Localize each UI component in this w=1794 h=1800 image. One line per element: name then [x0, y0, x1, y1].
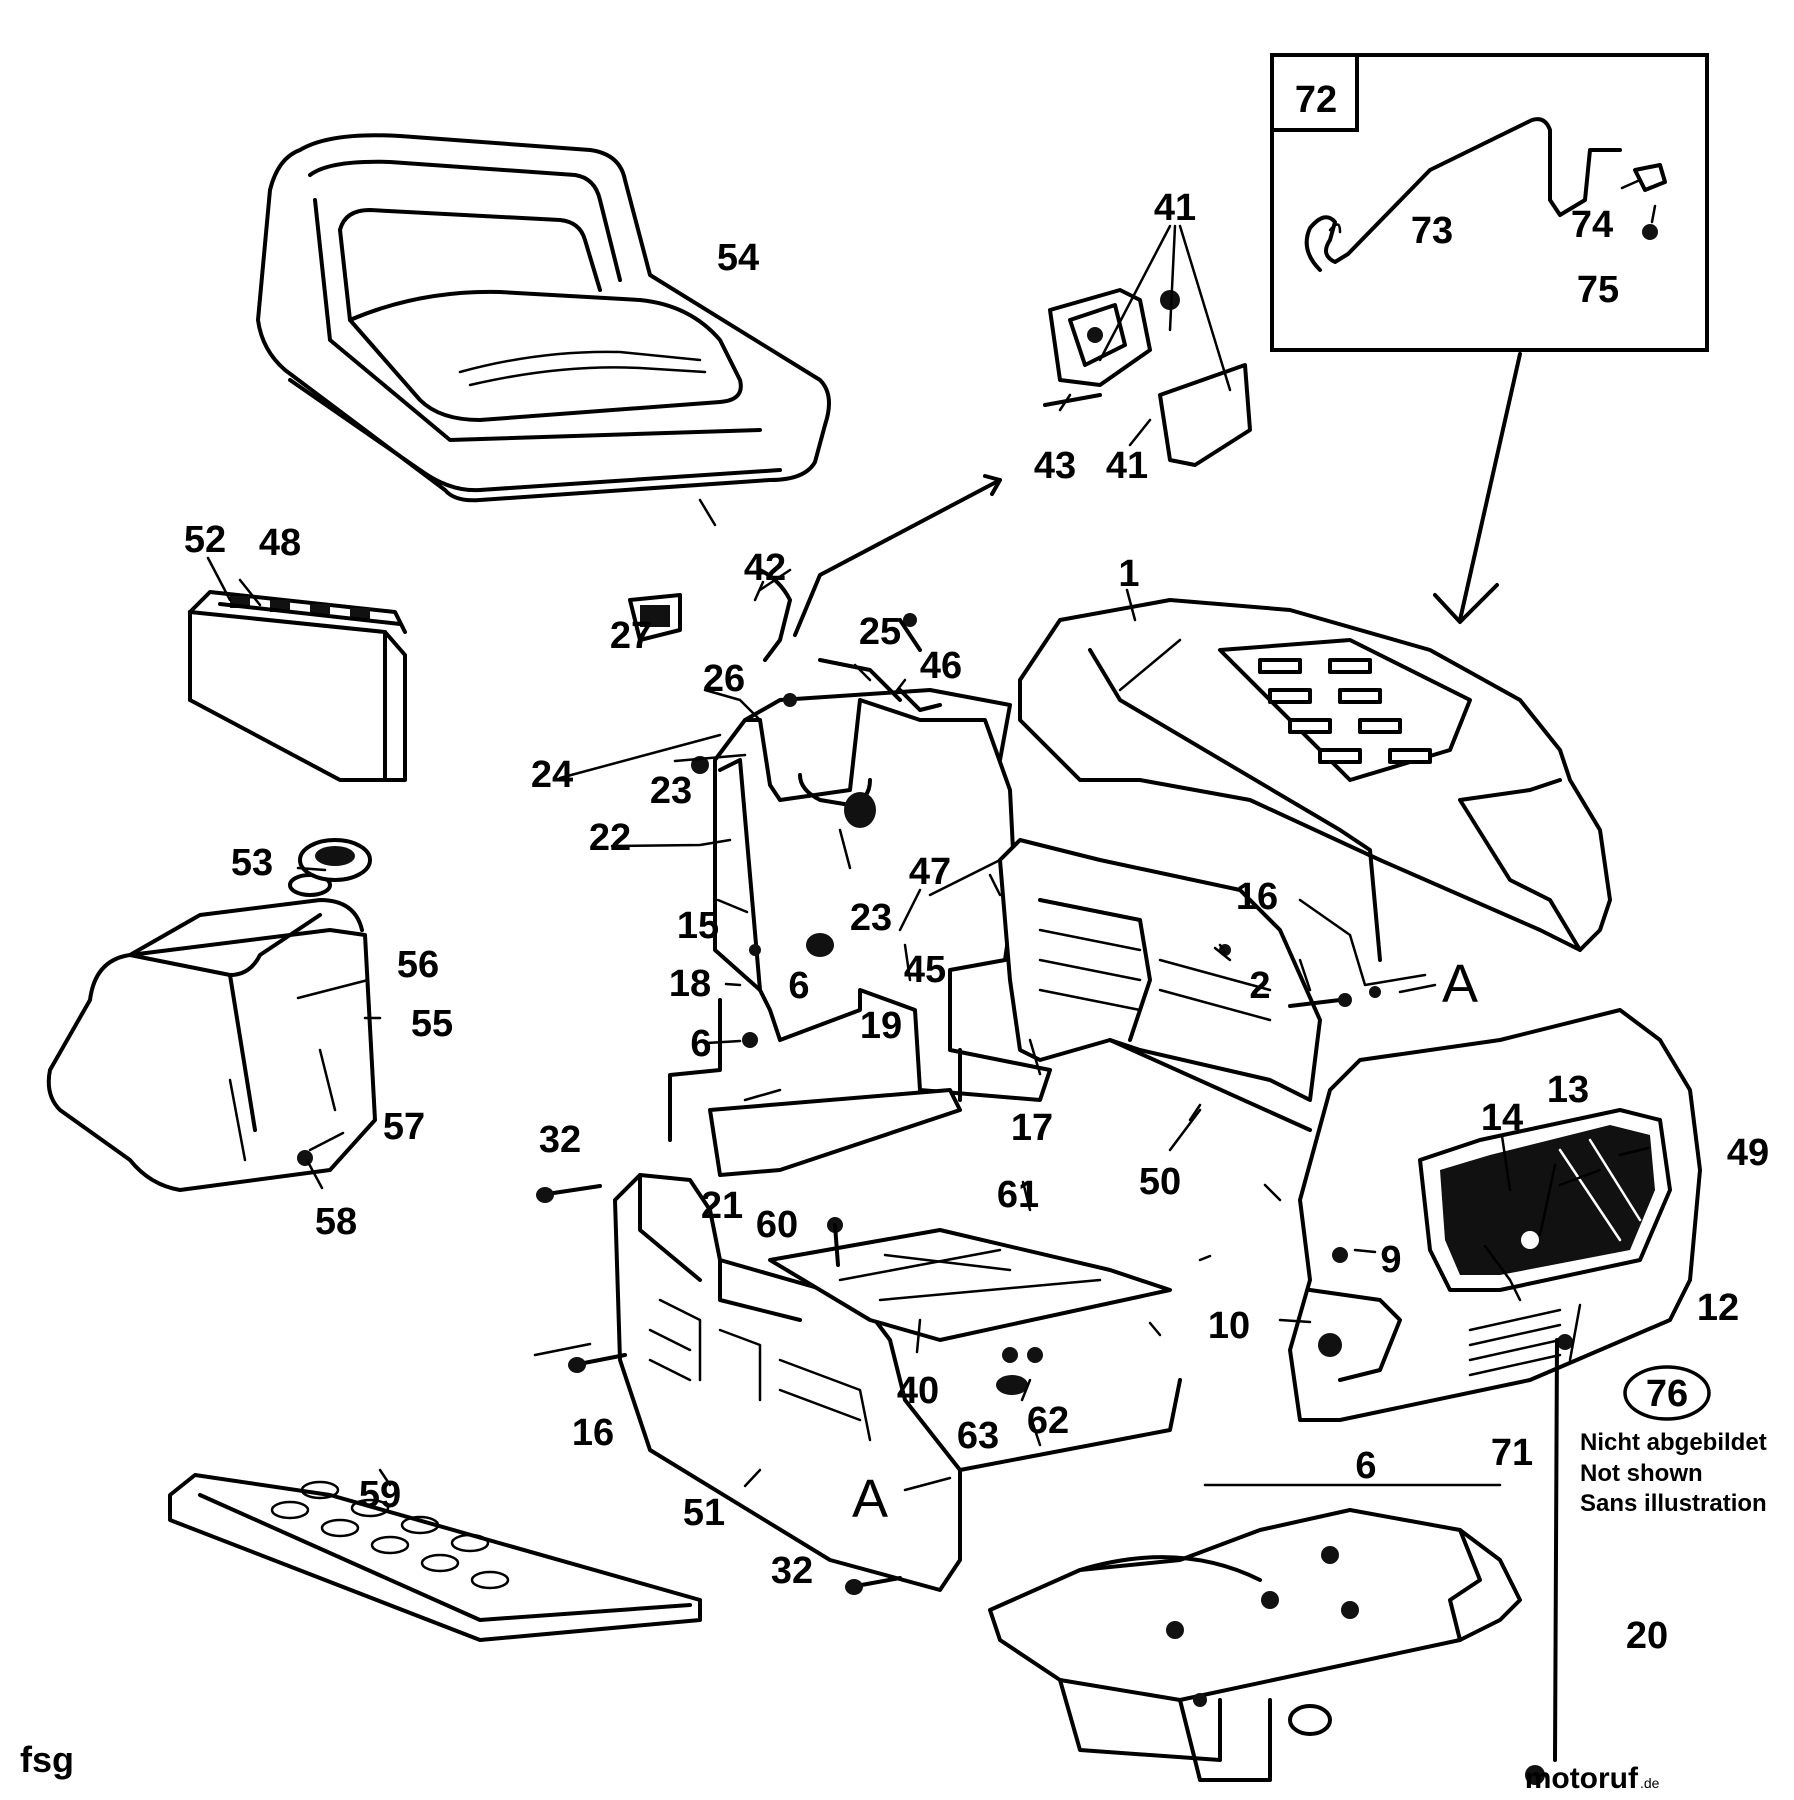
dashboard-drawing [628, 568, 1052, 1177]
callout-60: 60 [756, 1204, 798, 1246]
callout-labels: 1 2 6 6 6 9 10 12 13 14 15 16 16 17 18 1… [184, 187, 1769, 1657]
callout-74: 74 [1571, 204, 1613, 246]
callout-71: 71 [1491, 1432, 1533, 1474]
not-shown-line-fr: Sans illustration [1580, 1490, 1767, 1517]
seat-drawing [256, 133, 831, 503]
watermark-tld: .de [1640, 1775, 1660, 1791]
callout-32b: 32 [771, 1550, 813, 1592]
callout-62: 62 [1027, 1400, 1069, 1442]
not-shown-number: 76 [1646, 1373, 1688, 1415]
callout-6b: 6 [690, 1023, 711, 1065]
callout-50: 50 [1139, 1161, 1181, 1203]
frame-drawing [988, 1508, 1522, 1782]
callout-16a: 16 [1236, 876, 1278, 918]
callout-24: 24 [531, 754, 573, 796]
callout-54: 54 [717, 237, 759, 279]
fuel-tank-drawing [46, 838, 377, 1192]
inset-box-72: 72 73 74 75 [1270, 53, 1709, 352]
callout-15: 15 [677, 905, 719, 947]
callout-75: 75 [1577, 269, 1619, 311]
callout-20: 20 [1626, 1615, 1668, 1657]
callout-46: 46 [920, 645, 962, 687]
callout-47: 47 [909, 851, 951, 893]
callout-42: 42 [744, 547, 786, 589]
callout-56: 56 [397, 944, 439, 986]
callout-14: 14 [1481, 1097, 1523, 1139]
callout-19: 19 [860, 1005, 902, 1047]
callout-43: 43 [1034, 445, 1076, 487]
callout-18: 18 [669, 963, 711, 1005]
front-panel-drawing [613, 1173, 1182, 1592]
callout-48: 48 [259, 522, 301, 564]
callout-23a: 23 [650, 770, 692, 812]
callout-51: 51 [683, 1492, 725, 1534]
foot-plate-drawing [168, 1473, 702, 1642]
callout-17: 17 [1011, 1107, 1053, 1149]
callout-49: 49 [1727, 1132, 1769, 1174]
callout-2: 2 [1249, 965, 1270, 1007]
callout-6a: 6 [788, 965, 809, 1007]
callout-26: 26 [703, 658, 745, 700]
inset-number: 72 [1295, 79, 1337, 121]
not-shown-note: 76 Nicht abgebildet Not shown Sans illus… [1580, 1365, 1767, 1517]
side-panel-drawing [998, 838, 1322, 1132]
callout-12: 12 [1697, 1287, 1739, 1329]
callout-63: 63 [957, 1415, 999, 1457]
callout-61: 61 [997, 1174, 1039, 1216]
callout-41b: 41 [1106, 445, 1148, 487]
battery-drawing [188, 590, 407, 782]
callout-23b: 23 [850, 897, 892, 939]
callout-59: 59 [359, 1474, 401, 1516]
callout-16b: 16 [572, 1412, 614, 1454]
switch-assembly-drawing [1043, 288, 1252, 467]
watermark: motoruf .de [1525, 1762, 1660, 1795]
callout-9: 9 [1380, 1239, 1401, 1281]
callout-32a: 32 [539, 1119, 581, 1161]
callout-25: 25 [859, 611, 901, 653]
callout-22: 22 [589, 817, 631, 859]
callout-53: 53 [231, 842, 273, 884]
reference-a-panel: A [852, 1469, 888, 1529]
callout-10: 10 [1208, 1305, 1250, 1347]
callout-58: 58 [315, 1201, 357, 1243]
callout-52: 52 [184, 519, 226, 561]
callout-21: 21 [701, 1185, 743, 1227]
callout-41a: 41 [1154, 187, 1196, 229]
watermark-name: motoruf [1525, 1762, 1639, 1795]
grille-nose-drawing [1288, 1008, 1702, 1422]
not-shown-line-en: Not shown [1580, 1460, 1703, 1487]
callout-6c: 6 [1355, 1445, 1376, 1487]
callout-40: 40 [897, 1370, 939, 1412]
callout-27: 27 [610, 615, 652, 657]
callout-45: 45 [904, 949, 946, 991]
hood-drawing [1018, 598, 1612, 962]
leader-lines [206, 224, 1650, 1492]
callout-13: 13 [1547, 1069, 1589, 1111]
callout-1: 1 [1118, 553, 1139, 595]
callout-55: 55 [411, 1003, 453, 1045]
callout-57: 57 [383, 1106, 425, 1148]
diagram-code: fsg [20, 1739, 74, 1780]
reference-a-hood: A [1442, 954, 1478, 1014]
not-shown-line-de: Nicht abgebildet [1580, 1429, 1767, 1456]
callout-73: 73 [1411, 210, 1453, 252]
